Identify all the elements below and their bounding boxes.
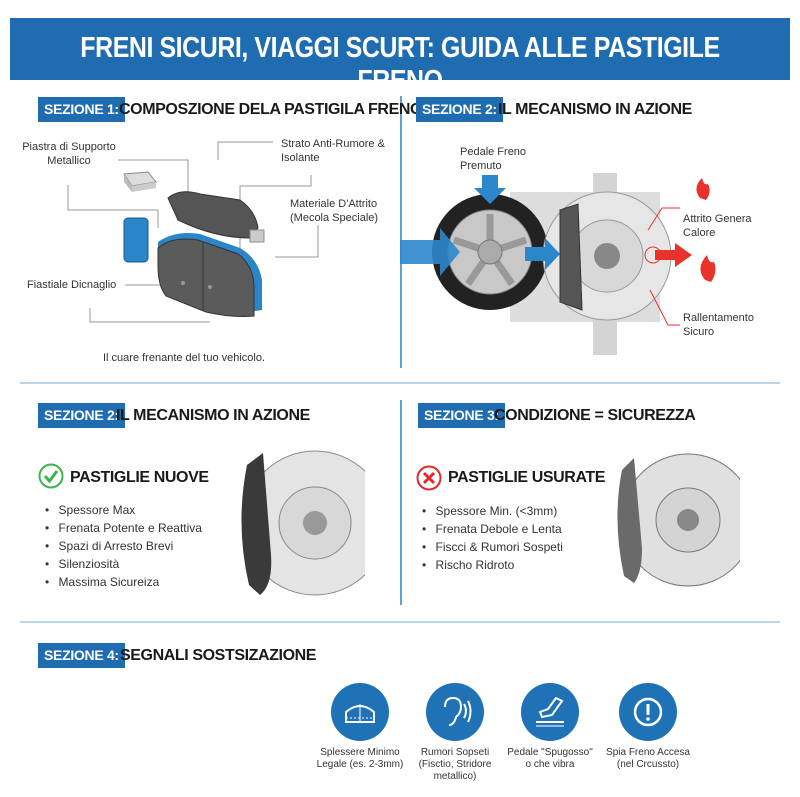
list-item: Massima Sicureiza	[45, 573, 202, 591]
list-item: Rischo Ridroto	[422, 556, 563, 574]
divider	[400, 400, 402, 605]
label-clip: Fiastiale Dicnaglio	[27, 279, 117, 291]
pedal-vibration-icon	[521, 683, 579, 741]
page-title: FRENI SICURI, VIAGGI SCURT: GUIDA ALLE P…	[80, 32, 720, 97]
divider	[400, 96, 402, 368]
worn-pads-heading: PASTIGLIE USURATE	[448, 469, 606, 486]
list-item: Frenata Potente e Reattiva	[45, 519, 202, 537]
caption: Il cuare frenante del tuo vehicolo.	[103, 352, 266, 364]
ear-noise-icon	[426, 683, 484, 741]
section-tag: SEZIONE 3:	[418, 403, 505, 428]
x-icon	[416, 465, 442, 491]
check-icon	[38, 463, 64, 489]
label-friction: Materiale D'Attrito(Mecola Speciale)	[290, 198, 379, 224]
list-item: Frenata Debole e Lenta	[422, 520, 563, 538]
worn-pads-list: Spessore Min. (<3mm)Frenata Debole e Len…	[422, 502, 563, 574]
section-tag: SEZIONE 1:	[38, 97, 125, 122]
list-item: Silenziosità	[45, 555, 202, 573]
divider	[20, 382, 780, 384]
list-item: Spessore Max	[45, 501, 202, 519]
signal-item: Pedale "Spugosso"o che vibra	[500, 683, 600, 771]
section-tag: SEZIONE 4:	[38, 643, 125, 668]
brake-mechanism-illustration	[400, 173, 716, 355]
section-tag: SEZIONE 2:	[416, 97, 503, 122]
new-pads-heading: PASTIGLIE NUOVE	[70, 469, 209, 486]
list-item: Spazi di Arresto Brevi	[45, 537, 202, 555]
warning-light-icon	[619, 683, 677, 741]
new-pads-list: Spessore MaxFrenata Potente e ReattivaSp…	[45, 501, 202, 591]
section-title: COMPOSZIONE DELA PASTIGILA FRENO	[119, 101, 423, 118]
section-title: IL MECANISMO IN AZIONE	[498, 101, 692, 118]
header-banner: FRENI SICURI, VIAGGI SCURT: GUIDA ALLE P…	[10, 18, 790, 97]
section-title: IL MECANISMO IN AZIONE	[116, 407, 310, 424]
pad-thickness-icon	[331, 683, 389, 741]
label-shim: Strato Anti-Rumore &Isolante	[281, 138, 385, 164]
divider	[20, 621, 780, 623]
section-tag: SEZIONE 2:	[38, 403, 125, 428]
section-title: CONDIZIONE = SICUREZZA	[494, 407, 696, 424]
signal-item: Spia Freno Accesa(nel Crcussto)	[598, 683, 698, 771]
list-item: Spessore Min. (<3mm)	[422, 502, 563, 520]
disc-worn-pad-illustration	[617, 453, 740, 587]
list-item: Fiscci & Rumori Sospeti	[422, 538, 563, 556]
section-title: SEGNALI SOSTSIZAZIONE	[120, 647, 317, 664]
brake-pad-exploded-illustration	[67, 141, 319, 323]
disc-new-pad-illustration	[241, 450, 365, 596]
